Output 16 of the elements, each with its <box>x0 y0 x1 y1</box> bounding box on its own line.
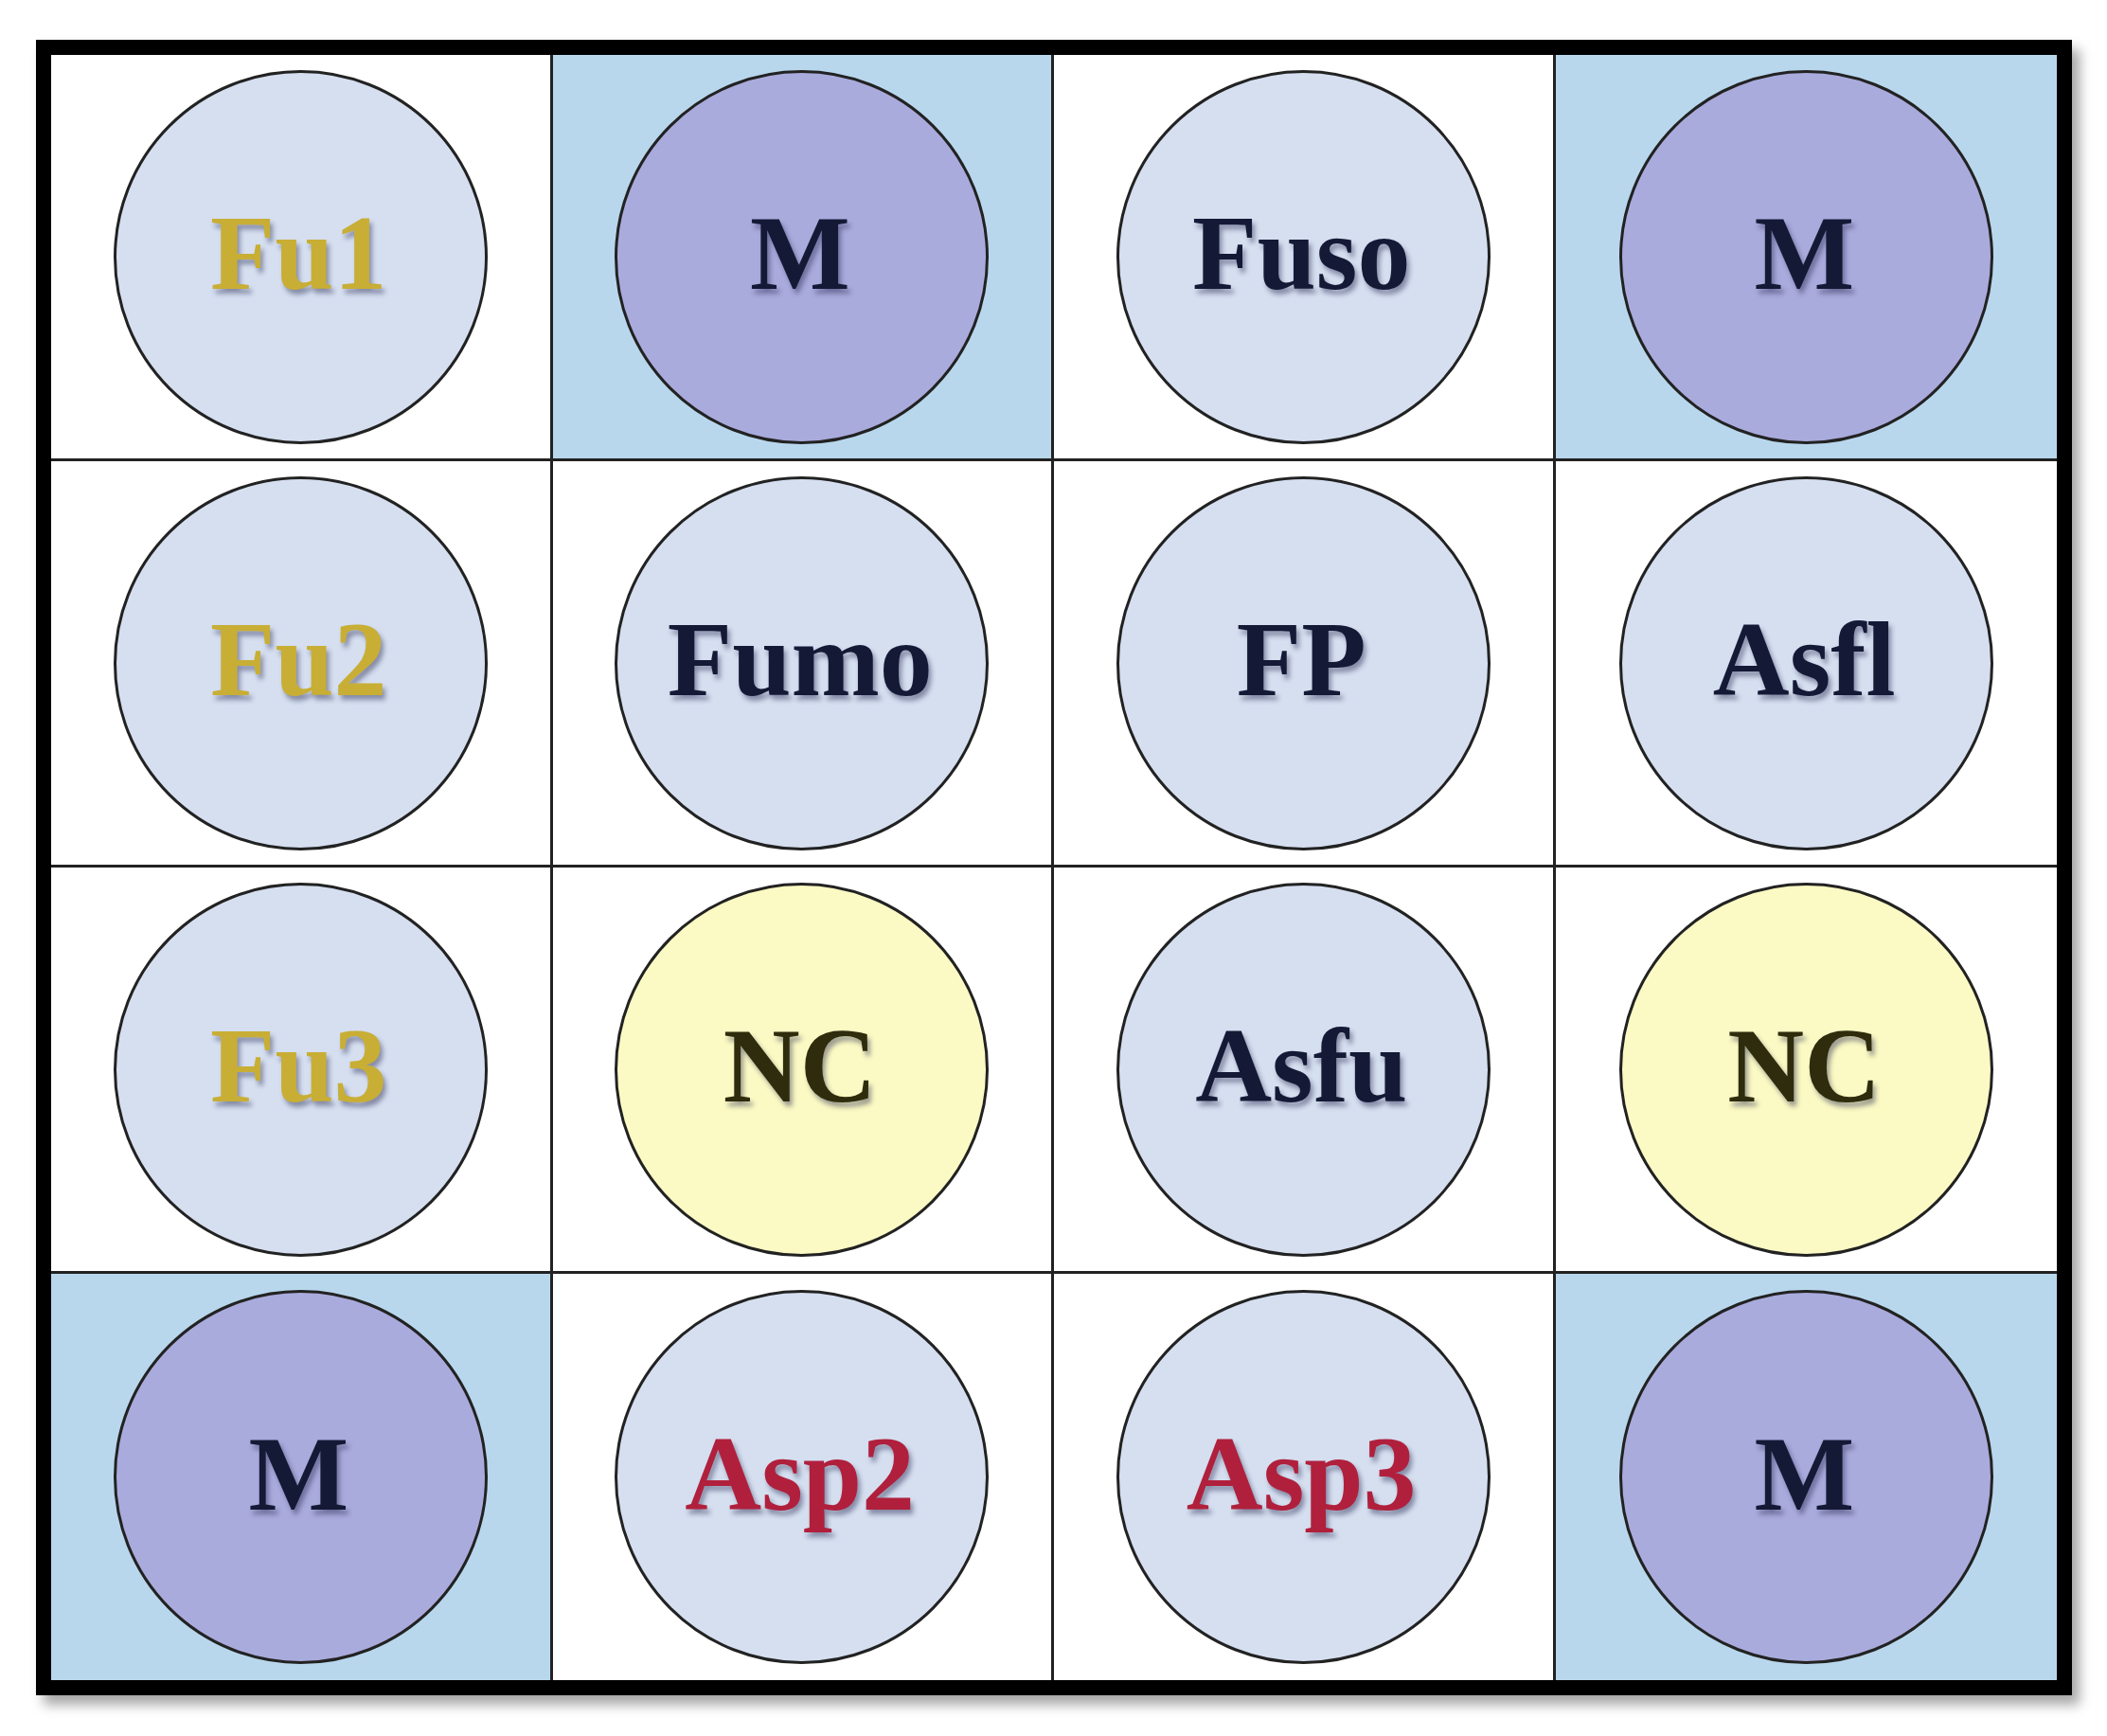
sample-label: M <box>748 193 851 314</box>
sample-label: Fu3 <box>208 1006 388 1127</box>
sample-label: NC <box>1726 1006 1883 1127</box>
sample-label: Fu2 <box>208 600 388 721</box>
sample-label: NC <box>722 1006 878 1127</box>
sample-label: Fu1 <box>208 193 388 314</box>
sample-label: M <box>1753 193 1856 314</box>
sample-label: Asp3 <box>1185 1413 1418 1534</box>
sample-label: FP <box>1235 600 1367 721</box>
sample-label: Fuso <box>1191 193 1412 314</box>
sample-label: Asfl <box>1711 600 1897 721</box>
sample-label: Asp2 <box>684 1413 917 1534</box>
sample-label: Fumo <box>666 600 934 721</box>
sample-label: M <box>247 1413 350 1534</box>
sample-label: M <box>1753 1413 1856 1534</box>
sample-label: Asfu <box>1194 1006 1409 1127</box>
